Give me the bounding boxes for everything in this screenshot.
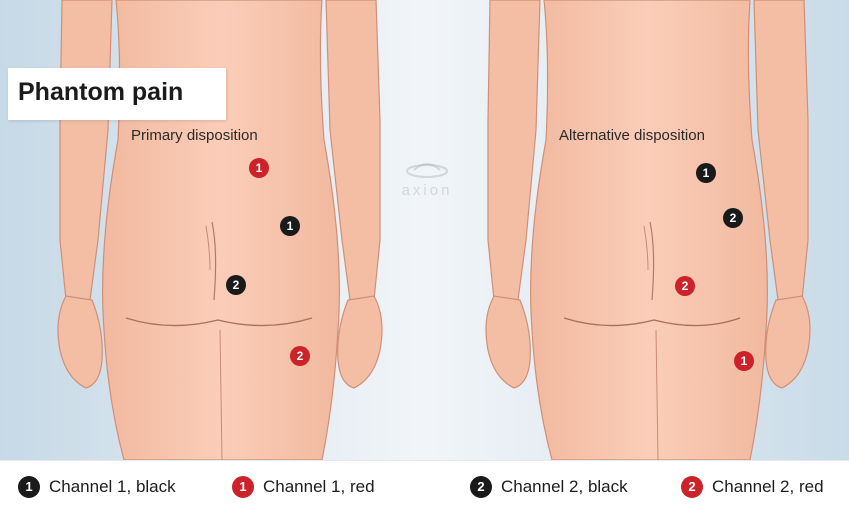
page-title: Phantom pain <box>8 68 226 120</box>
legend-item-channel2-black: 2 Channel 2, black <box>470 475 628 499</box>
watermark: axion <box>382 160 472 199</box>
legend-label-channel1-black: Channel 1, black <box>49 477 176 497</box>
legend-marker-channel1-black: 1 <box>18 476 40 498</box>
caption-alternative-disposition: Alternative disposition <box>559 127 705 144</box>
torso-alternative <box>531 0 768 460</box>
legend-item-channel2-red: 2 Channel 2, red <box>681 475 824 499</box>
marker-alternative-channel2-black: 2 <box>723 208 743 228</box>
marker-primary-channel1-black: 1 <box>280 216 300 236</box>
marker-alternative-channel1-red: 1 <box>734 351 754 371</box>
legend-marker-channel2-red: 2 <box>681 476 703 498</box>
watermark-logo-icon <box>404 160 450 180</box>
watermark-text: axion <box>402 182 453 199</box>
legend-label-channel2-black: Channel 2, black <box>501 477 628 497</box>
caption-primary-disposition: Primary disposition <box>131 127 258 144</box>
marker-primary-channel2-red: 2 <box>290 346 310 366</box>
legend-label-channel2-red: Channel 2, red <box>712 477 824 497</box>
legend-label-channel1-red: Channel 1, red <box>263 477 375 497</box>
marker-primary-channel2-black: 2 <box>226 275 246 295</box>
legend-marker-channel2-black: 2 <box>470 476 492 498</box>
marker-primary-channel1-red: 1 <box>249 158 269 178</box>
legend: 1 Channel 1, black 1 Channel 1, red 2 Ch… <box>0 460 849 510</box>
legend-item-channel1-red: 1 Channel 1, red <box>232 475 375 499</box>
legend-marker-channel1-red: 1 <box>232 476 254 498</box>
marker-alternative-channel1-black: 1 <box>696 163 716 183</box>
marker-alternative-channel2-red: 2 <box>675 276 695 296</box>
legend-item-channel1-black: 1 Channel 1, black <box>18 475 176 499</box>
